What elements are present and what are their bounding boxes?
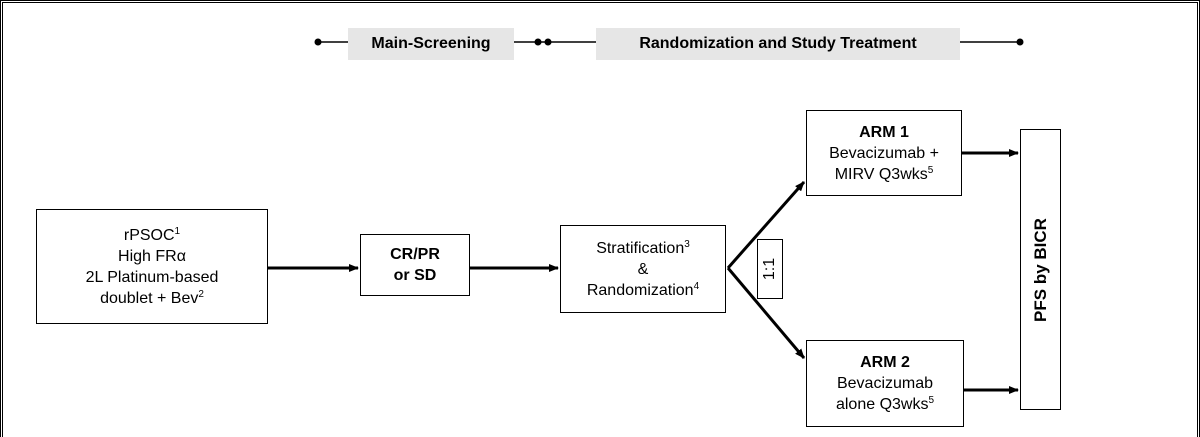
eligibility-line-4: doublet + Bev2 [100,288,204,307]
arm1-line-1: Bevacizumab + [829,144,939,162]
arm2-line-2: alone Q3wks5 [835,395,935,414]
phase-screening-text: Main-Screening [371,35,491,52]
arm2-title: ARM 2 [860,354,910,371]
stratification-line-1: Stratification3 [596,238,690,257]
arrow-to-arm1 [726,181,806,269]
eligibility-line-1: rPSOC1 [123,225,181,244]
response-line-1: CR/PR [390,246,440,263]
phase-randomization-text: Randomization and Study Treatment [639,35,917,52]
arrow-to-arm2 [726,267,806,359]
response-line-2: or SD [393,267,437,284]
ratio-box: 1:1 [757,239,783,299]
arm1-box: ARM 1 Bevacizumab + MIRV Q3wks5 [806,110,962,196]
phase-randomization-label: Randomization and Study Treatment [596,28,960,60]
arm1-line-2: MIRV Q3wks5 [834,164,934,183]
eligibility-line-3: 2L Platinum-based [85,268,219,286]
endpoint-label: PFS by BICR [1030,217,1050,322]
stratification-box: Stratification3 & Randomization4 [560,225,726,313]
timeline-dot [534,38,542,46]
endpoint-box: PFS by BICR [1020,129,1061,410]
timeline-dot [544,38,552,46]
stratification-line-3: Randomization4 [586,280,700,299]
eligibility-line-2: High FRα [118,247,186,265]
arm1-title: ARM 1 [859,123,909,141]
timeline-dot [1016,38,1024,46]
arm2-line-1: Bevacizumab [836,375,934,392]
timeline [314,38,1024,46]
arm2-box: ARM 2 Bevacizumab alone Q3wks5 [806,340,964,427]
phase-screening-label: Main-Screening [348,28,514,60]
response-box: CR/PR or SD [360,234,470,296]
timeline-dot [314,38,322,46]
stratification-line-2: & [637,260,649,278]
ratio-label: 1:1 [761,257,778,281]
eligibility-box: rPSOC1 High FRα 2L Platinum-based double… [36,209,268,324]
